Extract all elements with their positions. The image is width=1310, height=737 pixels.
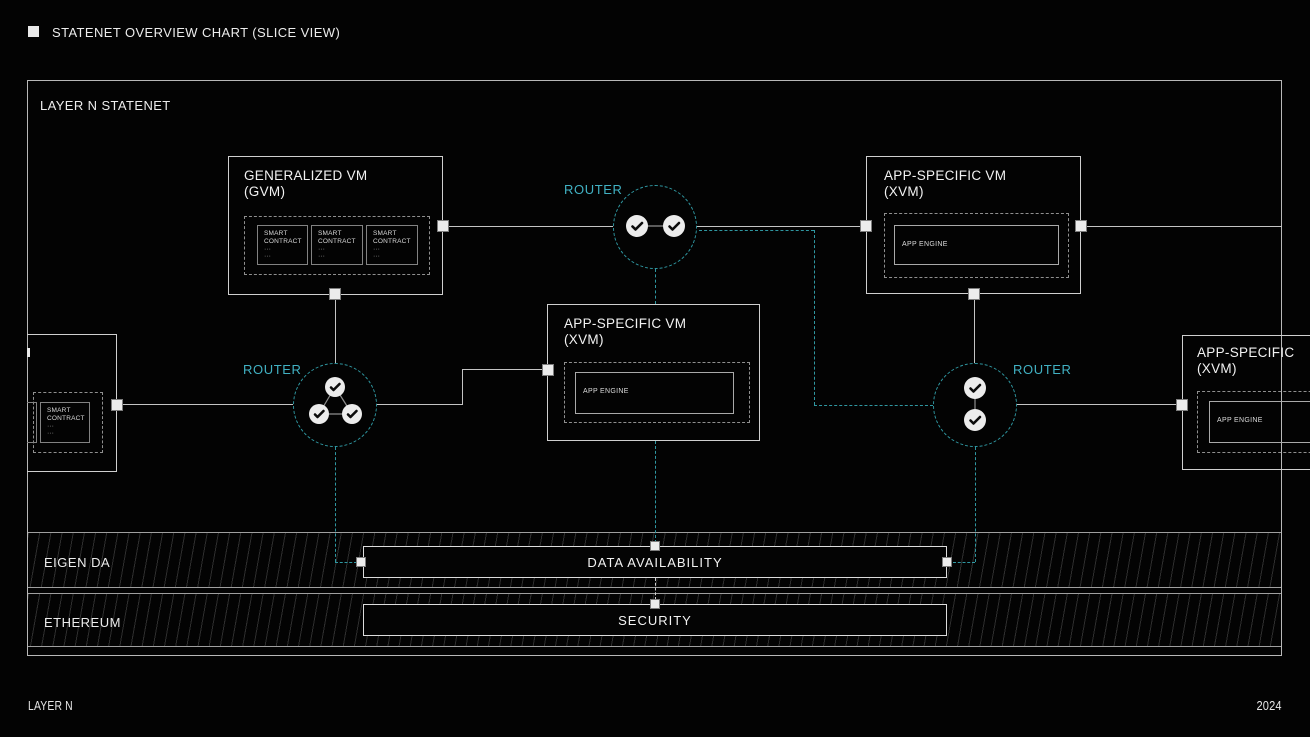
- router-right-label: ROUTER: [1013, 362, 1072, 377]
- check-icon: [626, 215, 648, 237]
- teal-line-router-right-down: [975, 447, 976, 562]
- footer-brand: LAYER N: [28, 698, 73, 713]
- left-partial-vm-box: SMART CONTRACT ··· ···: [27, 334, 117, 472]
- smart-contract-box: SMART CONTRACT ··· ···: [257, 225, 308, 265]
- router-top-circle: [613, 185, 697, 269]
- smart-contract-box: SMART CONTRACT ··· ···: [311, 225, 363, 265]
- gvm-contracts-container: [244, 216, 430, 275]
- check-icon: [663, 215, 685, 237]
- smart-contract-box: SMART CONTRACT ··· ···: [366, 225, 418, 265]
- check-icon: [325, 377, 345, 397]
- left-partial-clipped-title: [27, 348, 30, 357]
- header-square-icon: [28, 26, 39, 37]
- app-engine-box: APP ENGINE: [1209, 401, 1310, 443]
- smart-contract-box-partial: [27, 402, 37, 443]
- xvm-top-engine-container: [884, 213, 1069, 278]
- check-icon: [964, 409, 986, 431]
- teal-line-router-top-to-xvm-mid: [655, 269, 656, 304]
- teal-line-xvm-mid-to-da: [655, 441, 656, 543]
- line-da-to-security: [655, 578, 656, 600]
- data-availability-label: DATA AVAILABILITY: [587, 554, 723, 570]
- connector-xvm-mid-left: [542, 364, 554, 376]
- footer-year: 2024: [1256, 698, 1282, 713]
- frame-title: LAYER N STATENET: [40, 98, 171, 113]
- app-engine-box: APP ENGINE: [575, 372, 734, 414]
- line-leftbox-to-router-left: [123, 404, 293, 405]
- connector-rightbox-left: [1176, 399, 1188, 411]
- generalized-vm-box: GENERALIZED VM (GVM) SMART CONTRACT ··· …: [228, 156, 443, 295]
- connector-leftbox-right: [111, 399, 123, 411]
- router-left-circle: [293, 363, 377, 447]
- connector-da-right: [942, 557, 952, 567]
- router-top-label: ROUTER: [564, 182, 623, 197]
- router-right-nodes: [964, 377, 986, 431]
- statenet-frame: [27, 80, 1282, 656]
- teal-line-router-right-to-da: [953, 562, 975, 563]
- app-specific-vm-top-box: APP-SPECIFIC VM (XVM) APP ENGINE: [866, 156, 1081, 294]
- line-gvm-to-router-left: [335, 295, 336, 363]
- teal-line-router-left-down: [335, 447, 336, 562]
- router-top-nodes: [626, 215, 685, 237]
- xvm-mid-title: APP-SPECIFIC VM (XVM): [564, 316, 687, 347]
- check-icon: [964, 377, 986, 399]
- left-partial-contracts-container: [33, 392, 103, 453]
- teal-line-router-left-to-da: [335, 562, 357, 563]
- line-gvm-to-router-top: [443, 226, 613, 227]
- teal-line-router-top-h: [699, 230, 814, 231]
- connector-da-left: [356, 557, 366, 567]
- security-label: SECURITY: [618, 612, 692, 628]
- smart-contract-box: SMART CONTRACT ··· ···: [40, 402, 90, 443]
- gvm-title: GENERALIZED VM (GVM): [244, 168, 368, 199]
- check-icon: [342, 404, 362, 424]
- app-engine-box: APP ENGINE: [894, 225, 1059, 265]
- line-xvm-top-to-frame-edge: [1081, 226, 1282, 227]
- line-router-left-to-xvm-mid: [462, 369, 542, 370]
- connector-gvm-bottom: [329, 288, 341, 300]
- ethereum-label: ETHEREUM: [44, 615, 121, 630]
- router-left-label: ROUTER: [243, 362, 302, 377]
- teal-line-to-router-right: [814, 405, 933, 406]
- connector-xvm-top-bottom: [968, 288, 980, 300]
- xvm-right-title: APP-SPECIFIC (XVM): [1197, 345, 1295, 376]
- app-specific-vm-right-partial-box: APP-SPECIFIC (XVM) APP ENGINE: [1182, 335, 1310, 470]
- data-availability-box: DATA AVAILABILITY: [363, 546, 947, 578]
- line-router-right-to-rightbox: [1017, 404, 1176, 405]
- connector-xvm-top-right: [1075, 220, 1087, 232]
- router-left-nodes: [309, 377, 362, 424]
- eigen-da-label: EIGEN DA: [44, 555, 111, 570]
- line-router-top-to-xvm-top: [697, 226, 866, 227]
- connector-gvm-right: [437, 220, 449, 232]
- teal-line-router-top-v: [814, 230, 815, 405]
- page-title: STATENET OVERVIEW CHART (SLICE VIEW): [52, 25, 341, 40]
- app-specific-vm-mid-box: APP-SPECIFIC VM (XVM) APP ENGINE: [547, 304, 760, 441]
- connector-da-top: [650, 541, 660, 551]
- router-right-circle: [933, 363, 1017, 447]
- line-xvm-top-to-router-right: [974, 295, 975, 363]
- connector-xvm-top-left: [860, 220, 872, 232]
- line-router-left-step-v: [462, 369, 463, 405]
- xvm-mid-engine-container: [564, 362, 750, 423]
- connector-security-top: [650, 599, 660, 609]
- xvm-top-title: APP-SPECIFIC VM (XVM): [884, 168, 1007, 199]
- xvm-right-engine-container: [1197, 391, 1310, 453]
- check-icon: [309, 404, 329, 424]
- line-router-left-step-h1: [377, 404, 462, 405]
